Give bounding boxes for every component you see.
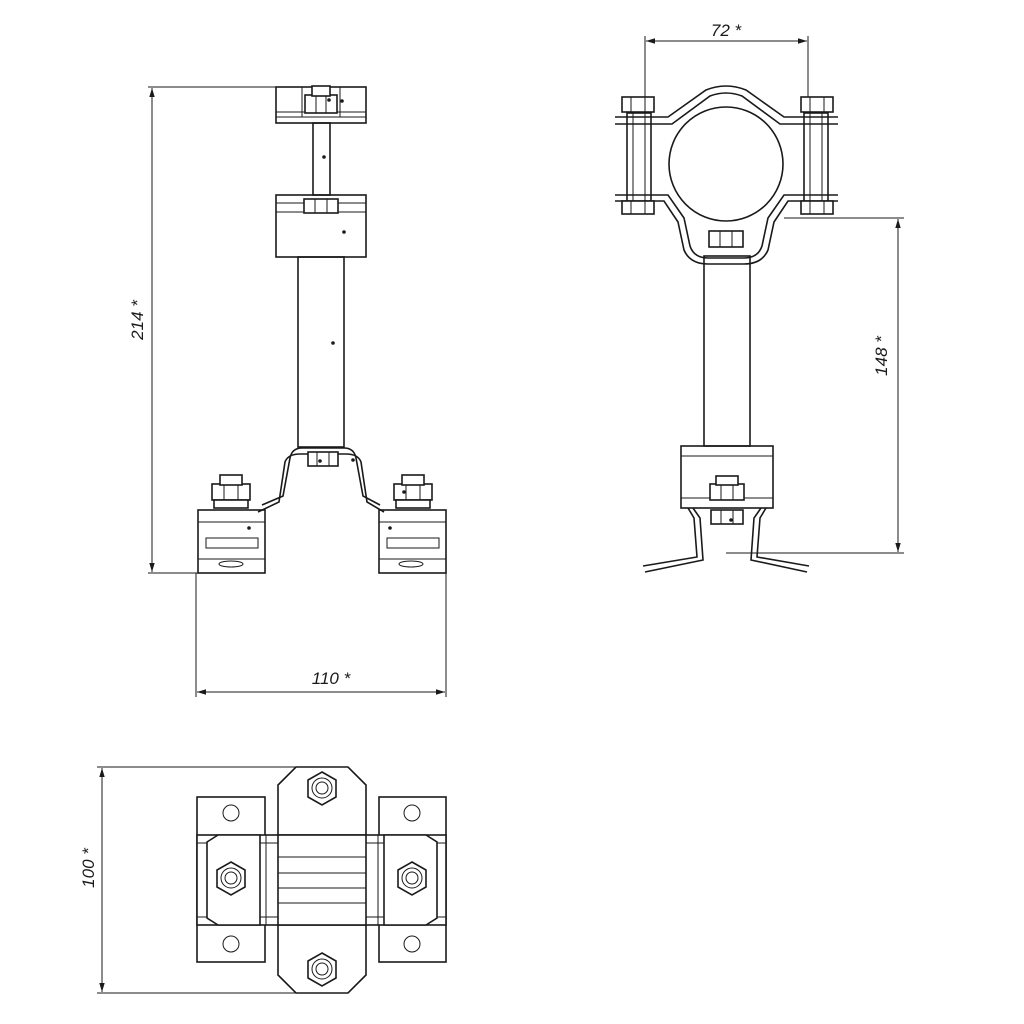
left-clamp-bolt — [621, 96, 655, 215]
left-foot — [197, 474, 266, 574]
plan-view: 100 * — [79, 766, 447, 994]
dimension-110-label: 110 * — [312, 669, 352, 688]
bent-strap — [257, 447, 385, 513]
pipe-section — [668, 106, 784, 222]
hole-bottom-left — [222, 935, 240, 953]
dimension-72: 72 * — [644, 21, 809, 97]
dimension-110: 110 * — [195, 573, 447, 697]
top-nut — [304, 85, 338, 114]
right-clamp-bolt — [800, 96, 834, 215]
threaded-rod — [312, 122, 331, 196]
nut-bottom — [307, 952, 337, 987]
dimension-100-label: 100 * — [79, 847, 98, 888]
dimension-148-label: 148 * — [872, 335, 891, 376]
dimension-72-label: 72 * — [711, 21, 743, 40]
nut-left — [216, 861, 246, 896]
hole-top-right — [403, 804, 421, 822]
nut-right — [397, 861, 427, 896]
pipe-clamp-strap — [615, 85, 838, 265]
dimension-100: 100 * — [79, 766, 296, 994]
front-view: 72 * 148 * — [615, 21, 904, 573]
dimension-214: 214 * — [128, 86, 276, 574]
nut-top — [307, 771, 337, 806]
support-tube — [297, 256, 345, 448]
dimension-148: 148 * — [726, 217, 904, 554]
hole-top-left — [222, 804, 240, 822]
middle-nut — [303, 198, 339, 214]
dimension-214-label: 214 * — [128, 299, 147, 341]
front-base-block — [680, 445, 774, 509]
hole-bottom-right — [403, 935, 421, 953]
front-foot-strap — [642, 507, 810, 573]
right-foot — [378, 474, 447, 574]
front-support-tube — [703, 255, 751, 447]
strap-nut — [708, 230, 744, 248]
side-view: 214 * 110 * — [128, 85, 447, 697]
